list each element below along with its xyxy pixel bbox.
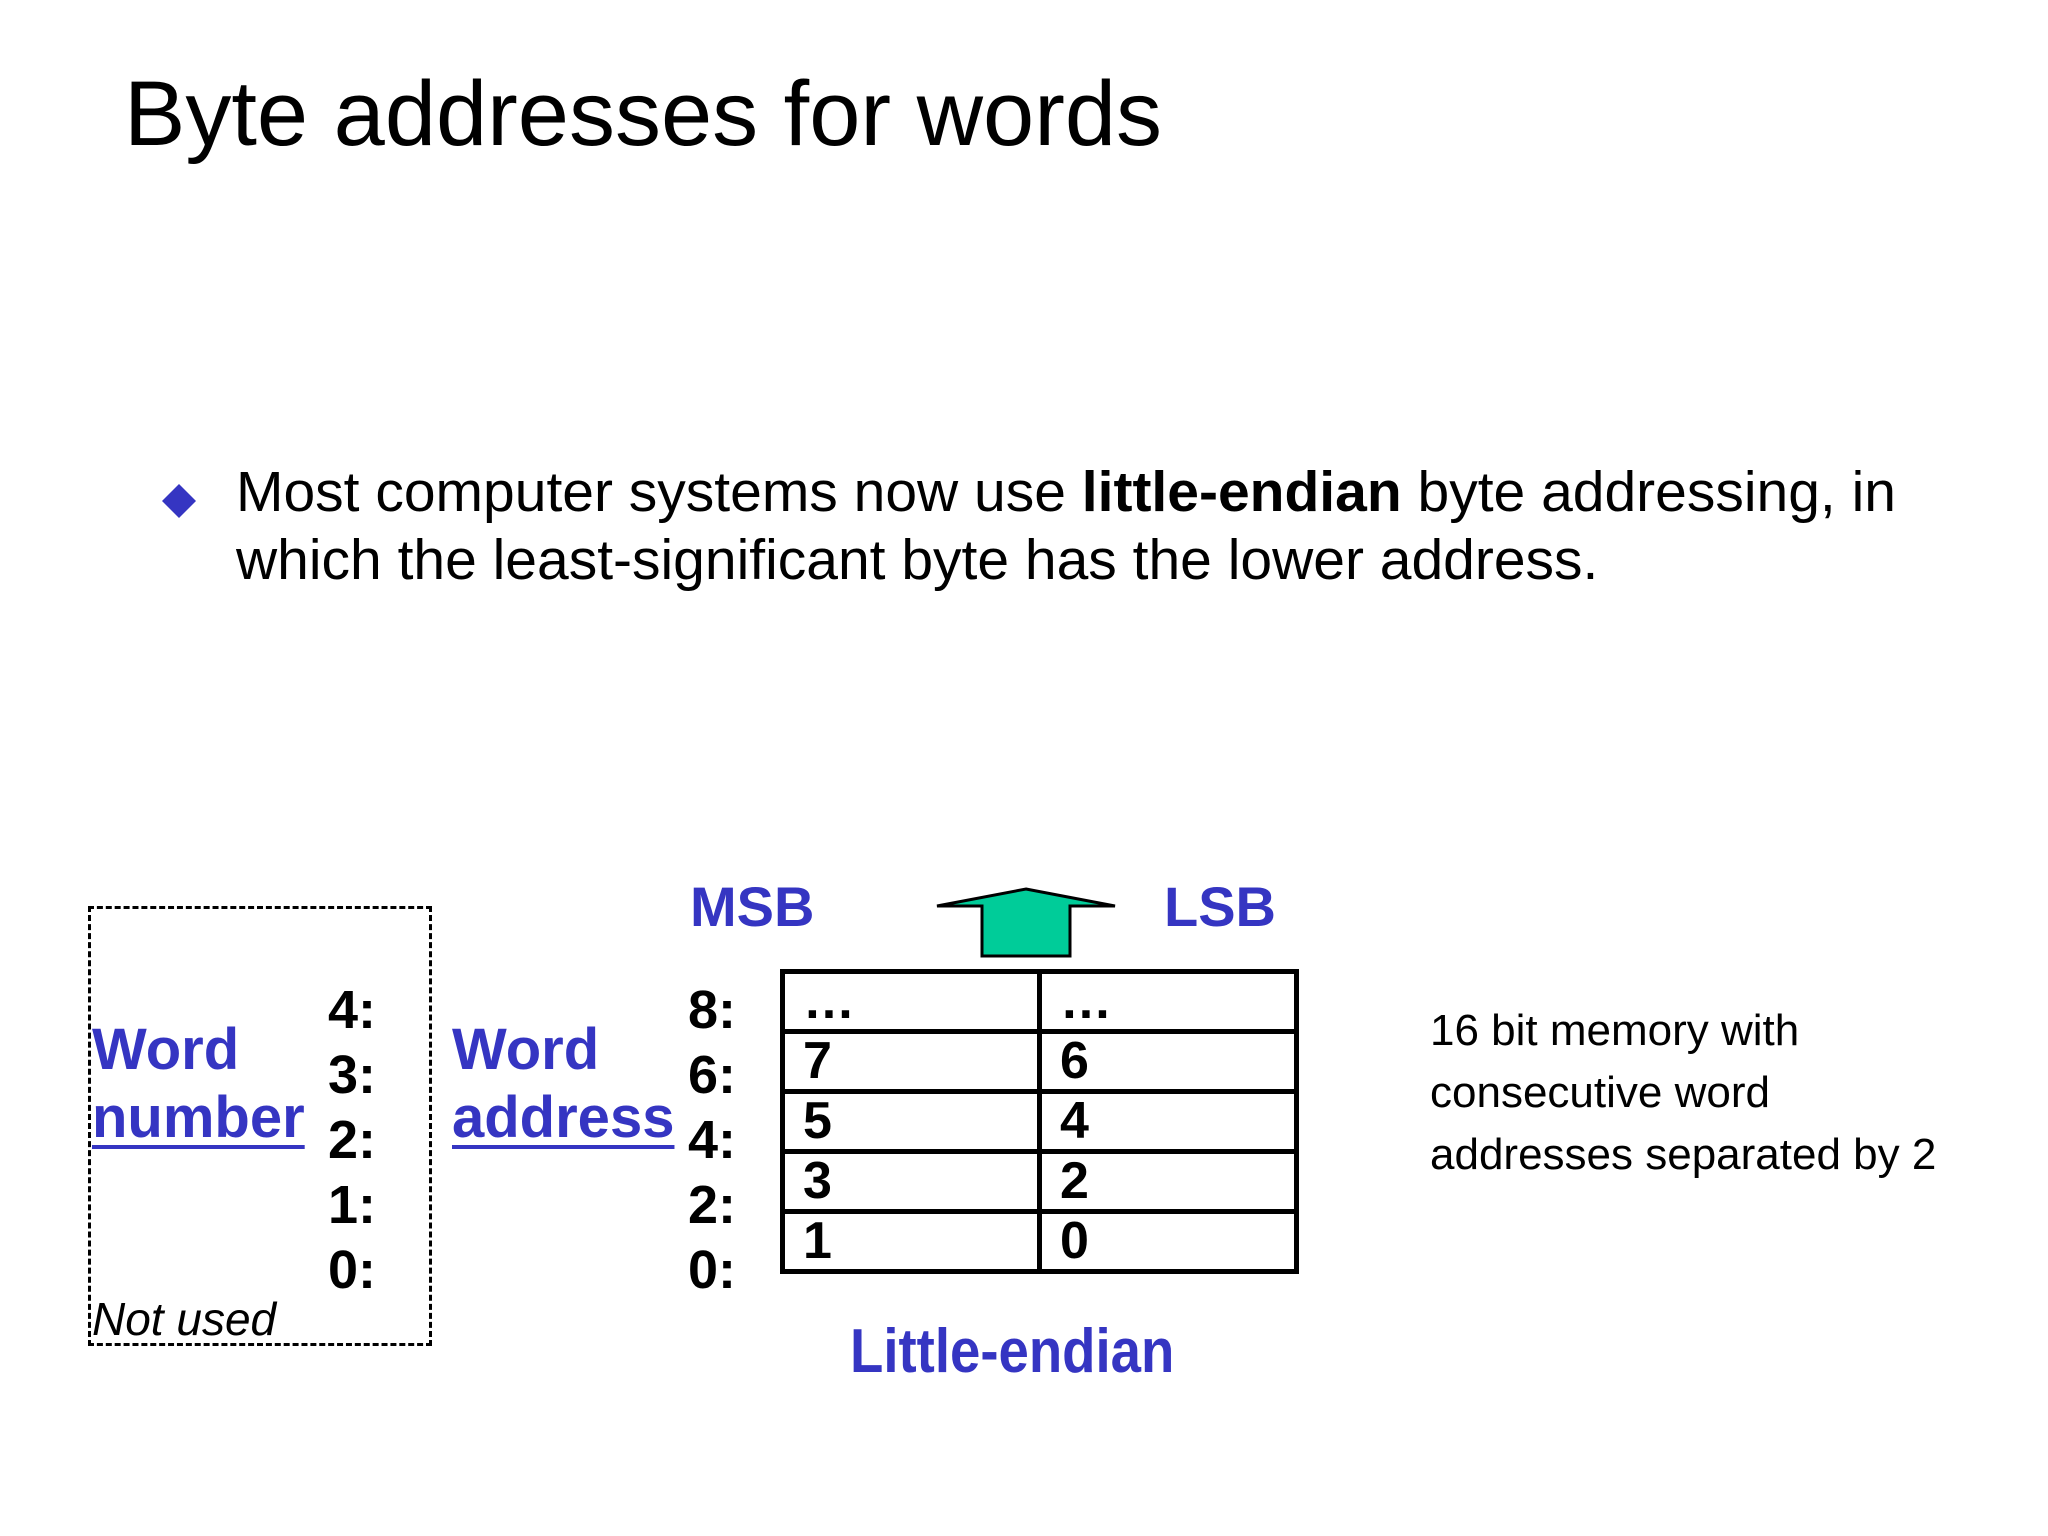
word-number: 3:: [328, 1045, 377, 1105]
msb-byte-cell: 1: [780, 1209, 1042, 1274]
word-number-label-line2: number: [92, 1085, 305, 1150]
not-used-label: Not used: [92, 1293, 277, 1345]
table-row: 1 0: [780, 1209, 1299, 1274]
bullet-text-bold: little-endian: [1081, 460, 1402, 524]
table-row: 3 2: [780, 1149, 1299, 1214]
word-address-column: 8: 6: 4: 2: 0:: [688, 978, 736, 1303]
lsb-byte-cell: 4: [1037, 1089, 1299, 1154]
table-row: … …: [780, 969, 1299, 1034]
word-number-label-line1: Word: [92, 1017, 240, 1082]
msb-byte-cell: …: [780, 969, 1042, 1034]
up-arrow-icon: [936, 887, 1116, 958]
word-address: 8:: [688, 980, 737, 1040]
bullet-text-start: Most computer systems now use: [236, 460, 1082, 524]
word-address: 4:: [688, 1110, 737, 1170]
lsb-label: LSB: [1164, 875, 1276, 938]
table-row: 7 6: [780, 1029, 1299, 1094]
word-number-column: 4: 3: 2: 1: 0:: [328, 978, 376, 1303]
word-number: 0:: [328, 1240, 377, 1300]
not-used-region: [88, 906, 432, 1346]
slide-title: Byte addresses for words: [124, 63, 1163, 165]
msb-byte-cell: 7: [780, 1029, 1042, 1094]
msb-label: MSB: [690, 875, 815, 938]
memory-table: … … 7 6 5 4 3 2 1 0: [780, 969, 1299, 1274]
bullet-text-end: byte addressing, in which the least-sign…: [236, 460, 1896, 592]
msb-byte-cell: 3: [780, 1149, 1042, 1214]
lsb-byte-cell: …: [1037, 969, 1299, 1034]
word-address-label: Word address: [452, 1016, 674, 1152]
lsb-byte-cell: 6: [1037, 1029, 1299, 1094]
word-number: 4:: [328, 980, 377, 1040]
msb-byte-cell: 5: [780, 1089, 1042, 1154]
word-number: 1:: [328, 1175, 377, 1235]
word-address: 6:: [688, 1045, 737, 1105]
diamond-bullet-icon: [162, 484, 196, 518]
little-endian-caption: Little-endian: [850, 1317, 1175, 1386]
lsb-byte-cell: 0: [1037, 1209, 1299, 1274]
lsb-byte-cell: 2: [1037, 1149, 1299, 1214]
bullet-text: Most computer systems now use little-end…: [236, 458, 1976, 594]
memory-note: 16 bit memory with consecutive word addr…: [1430, 1006, 1937, 1179]
word-address: 0:: [688, 1240, 737, 1300]
word-address-label-line1: Word: [452, 1017, 600, 1082]
table-row: 5 4: [780, 1089, 1299, 1154]
word-number-label: Word number: [92, 1016, 305, 1152]
word-address-label-line2: address: [452, 1085, 675, 1150]
word-number: 2:: [328, 1110, 377, 1170]
word-address: 2:: [688, 1175, 737, 1235]
